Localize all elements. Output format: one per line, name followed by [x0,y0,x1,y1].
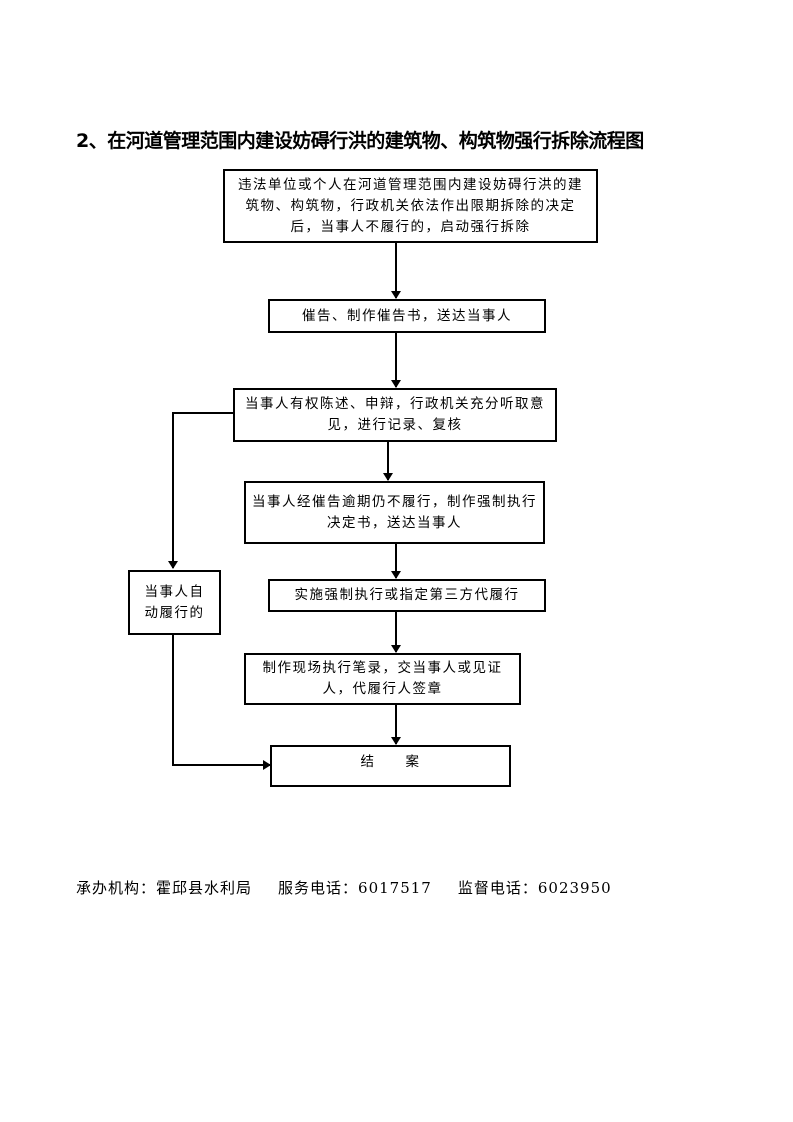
arrow-3-side [168,412,233,569]
arrow-side-end [172,634,271,770]
flow-step-urge: 催告、制作催告书，送达当事人 [268,299,546,333]
supervise-phone: 6023950 [537,879,612,897]
service-phone: 6017517 [358,879,432,897]
flow-step-self-comply: 当事人自动履行的 [128,570,221,635]
page-title: 2、在河道管理范围内建设妨碍行洪的建筑物、构筑物强行拆除流程图 [76,130,644,152]
flow-step-start: 违法单位或个人在河道管理范围内建设妨碍行洪的建筑物、构筑物，行政机关依法作出限期… [223,169,598,243]
footer-info: 承办机构：霍邱县水利局 服务电话：6017517 监督电话：6023950 [76,877,612,898]
flow-step-close-case: 结 案 [270,745,511,787]
org-name: 霍邱县水利局 [156,879,253,897]
supervise-phone-label: 监督电话： [457,879,538,897]
flow-step-statement: 当事人有权陈述、申辩，行政机关充分听取意见，进行记录、复核 [233,388,557,442]
flow-step-enforce: 实施强制执行或指定第三方代履行 [268,579,546,612]
flow-step-decision: 当事人经催告逾期仍不履行，制作强制执行决定书，送达当事人 [244,481,545,544]
service-phone-label: 服务电话： [278,879,359,897]
flow-step-record: 制作现场执行笔录，交当事人或见证人，代履行人签章 [244,653,521,705]
org-label: 承办机构： [76,879,157,897]
